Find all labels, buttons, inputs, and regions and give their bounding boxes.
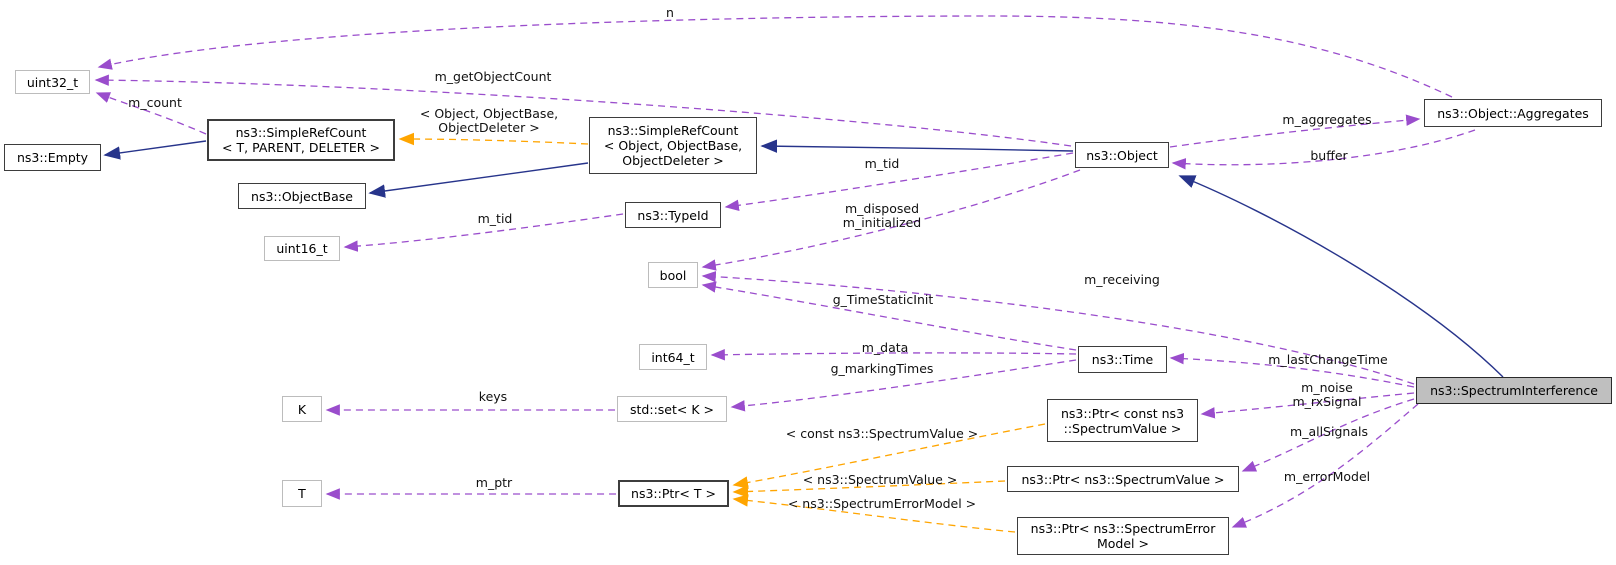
node-ns3-ptr-const-spectrumvalue[interactable]: ns3::Ptr< const ns3 ::SpectrumValue > (1047, 399, 1198, 442)
node-ns3-time[interactable]: ns3::Time (1078, 346, 1167, 373)
edge-label-m-noise-rxsignal: m_noise m_rxSignal (1292, 380, 1362, 410)
edge-label-m-data: m_data (861, 340, 909, 355)
node-ns3-empty[interactable]: ns3::Empty (4, 144, 101, 171)
edge-label-m-tid-uint16: m_tid (477, 211, 513, 226)
edge-inherit-object (1178, 175, 1504, 378)
edge-inherit-simplerefcount (760, 139, 1074, 153)
edge-label-g-markingtimes: g_markingTimes (830, 361, 934, 376)
edge-label-m-allsignals: m_allSignals (1290, 424, 1368, 439)
edge-label-m-receiving: m_receiving (1084, 272, 1160, 287)
edge-label-m-aggregates: m_aggregates (1282, 112, 1372, 127)
edge-label-m-errormodel: m_errorModel (1283, 469, 1371, 484)
edge-m-receiving (701, 271, 1415, 385)
edge-label-template-spectrumvalue: < ns3::SpectrumValue > (802, 472, 958, 487)
node-ns3-ptr-template[interactable]: ns3::Ptr< T > (618, 480, 729, 507)
node-ns3-objectbase[interactable]: ns3::ObjectBase (238, 183, 366, 209)
node-ns3-ptr-spectrumvalue[interactable]: ns3::Ptr< ns3::SpectrumValue > (1007, 466, 1239, 492)
node-std-set-k: std::set< K > (617, 396, 727, 422)
node-t: T (282, 480, 322, 507)
edge-label-m-tid-object: m_tid (864, 156, 900, 171)
edge-label-m-lastchangetime: m_lastChangeTime (1268, 352, 1388, 367)
node-ns3-ptr-spectrumerrormodel[interactable]: ns3::Ptr< ns3::SpectrumError Model > (1017, 517, 1229, 555)
node-ns3-object-aggregates[interactable]: ns3::Object::Aggregates (1424, 99, 1602, 127)
edge-label-template-simplerefcount: < Object, ObjectBase, ObjectDeleter > (419, 106, 559, 136)
edge-inherit-empty (103, 140, 207, 160)
edge-label-keys: keys (478, 389, 508, 404)
node-ns3-simplerefcount-object[interactable]: ns3::SimpleRefCount < Object, ObjectBase… (589, 117, 757, 174)
node-uint32-t: uint32_t (15, 70, 90, 94)
node-ns3-spectruminterference: ns3::SpectrumInterference (1416, 377, 1612, 404)
node-bool: bool (648, 262, 698, 288)
edge-n (97, 15, 1453, 98)
node-uint16-t: uint16_t (264, 236, 340, 261)
edge-label-m-disposed-initialized: m_disposed m_initialized (842, 201, 922, 231)
edge-inherit-objectbase (368, 162, 589, 198)
edge-label-template-const-spectrumvalue: < const ns3::SpectrumValue > (785, 426, 979, 441)
edge-label-m-ptr: m_ptr (475, 475, 513, 490)
edge-label-m-getobjectcount: m_getObjectCount (434, 69, 552, 84)
node-ns3-typeid[interactable]: ns3::TypeId (625, 202, 721, 228)
edge-m-errormodel (1231, 403, 1419, 528)
node-k: K (282, 396, 322, 422)
edge-template-simplerefcount (398, 132, 589, 146)
edge-label-buffer: buffer (1310, 148, 1348, 163)
edge-m-tid-object (724, 152, 1074, 211)
node-ns3-simplerefcount-template[interactable]: ns3::SimpleRefCount < T, PARENT, DELETER… (207, 119, 395, 161)
edge-label-template-spectrumerrormodel: < ns3::SpectrumErrorModel > (787, 496, 977, 511)
edge-label-m-count: m_count (128, 95, 182, 110)
edge-label-g-timestaticinit: g_TimeStaticInit (832, 292, 934, 307)
node-ns3-object[interactable]: ns3::Object (1075, 142, 1169, 168)
node-int64-t: int64_t (639, 344, 707, 370)
edge-label-n: n (666, 5, 674, 20)
